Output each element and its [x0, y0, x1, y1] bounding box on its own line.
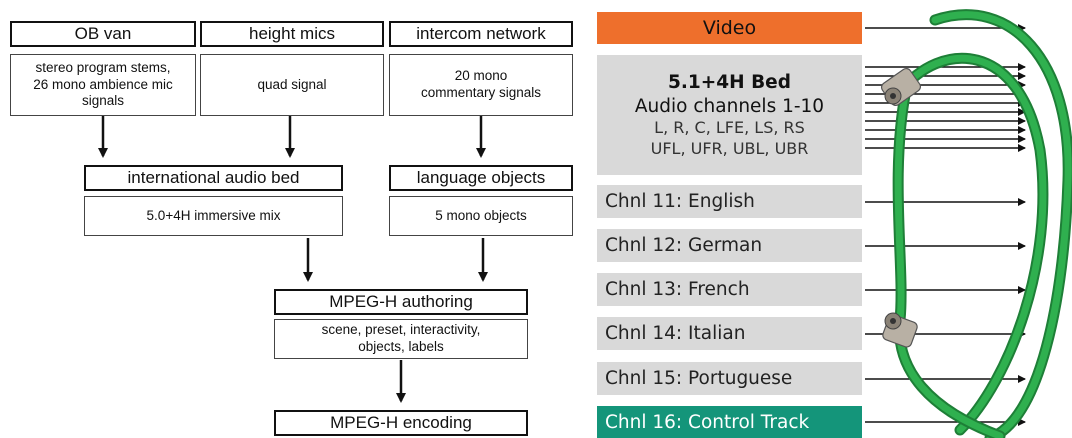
encoding-box: MPEG-H encoding: [274, 410, 528, 436]
channel-bar-portuguese: Chnl 15: Portuguese: [597, 362, 862, 395]
audio-bed-detail: 5.0+4H immersive mix: [84, 196, 343, 236]
authoring-detail: scene, preset, interactivity, objects, l…: [274, 319, 528, 359]
channel-arrows: [865, 24, 1026, 426]
detail-line: 26 mono ambience mic: [33, 76, 173, 92]
channel-bar-italian: Chnl 14: Italian: [597, 317, 862, 350]
channel-label: Chnl 15: Portuguese: [605, 368, 793, 389]
detail-line: signals: [81, 93, 124, 109]
height-mics-detail: quad signal: [200, 54, 384, 116]
authoring-box: MPEG-H authoring: [274, 289, 528, 315]
intercom-box: intercom network: [389, 21, 573, 47]
bed-title: 5.1+4H Bed: [668, 71, 791, 93]
height-mics-box: height mics: [200, 21, 384, 47]
channel-label: Chnl 11: English: [605, 191, 755, 212]
bed-channels-line2: UFL, UFR, UBL, UBR: [650, 138, 809, 158]
intercom-detail: 20 mono commentary signals: [389, 54, 573, 116]
language-objects-detail: 5 mono objects: [389, 196, 573, 236]
audio-bed-box: international audio bed: [84, 165, 343, 191]
channel-bar-german: Chnl 12: German: [597, 229, 862, 262]
intercom-title: intercom network: [416, 23, 546, 43]
sdi-cable-image: [892, 9, 1072, 438]
control-track-label: Chnl 16: Control Track: [605, 411, 810, 433]
bed-channels-line1: L, R, C, LFE, LS, RS: [654, 118, 805, 138]
channel-bar-control-track: Chnl 16: Control Track: [597, 406, 862, 438]
encoding-title: MPEG-H encoding: [330, 412, 472, 432]
authoring-title: MPEG-H authoring: [329, 291, 473, 311]
channel-label: Chnl 12: German: [605, 235, 763, 256]
detail-line: objects, labels: [358, 339, 444, 354]
detail-line: 5.0+4H immersive mix: [146, 207, 281, 223]
audio-bed-channels: 5.1+4H Bed Audio channels 1-10 L, R, C, …: [597, 55, 862, 175]
ob-van-box: OB van: [10, 21, 196, 47]
language-objects-title: language objects: [416, 167, 546, 187]
detail-line: stereo program stems,: [35, 59, 171, 75]
detail-line: quad signal: [257, 76, 327, 92]
detail-line: commentary signals: [420, 85, 542, 100]
channel-bar-french: Chnl 13: French: [597, 273, 862, 306]
bnc-connector-icon: [880, 67, 922, 107]
ob-van-detail: stereo program stems, 26 mono ambience m…: [10, 54, 196, 116]
channel-bar-english: Chnl 11: English: [597, 185, 862, 218]
video-channel-bar: Video: [597, 12, 862, 44]
audio-bed-title: international audio bed: [127, 167, 300, 187]
detail-line: 5 mono objects: [435, 207, 527, 223]
height-mics-title: height mics: [249, 23, 335, 43]
detail-line: scene, preset, interactivity,: [321, 322, 481, 338]
bnc-connector-icon: [882, 312, 918, 348]
video-label: Video: [702, 17, 757, 39]
ob-van-title: OB van: [74, 23, 132, 43]
language-objects-box: language objects: [389, 165, 573, 191]
channel-label: Chnl 13: French: [605, 279, 750, 300]
channel-label: Chnl 14: Italian: [605, 323, 746, 344]
bed-subtitle: Audio channels 1-10: [634, 95, 825, 117]
detail-line: 20 mono: [454, 68, 508, 84]
